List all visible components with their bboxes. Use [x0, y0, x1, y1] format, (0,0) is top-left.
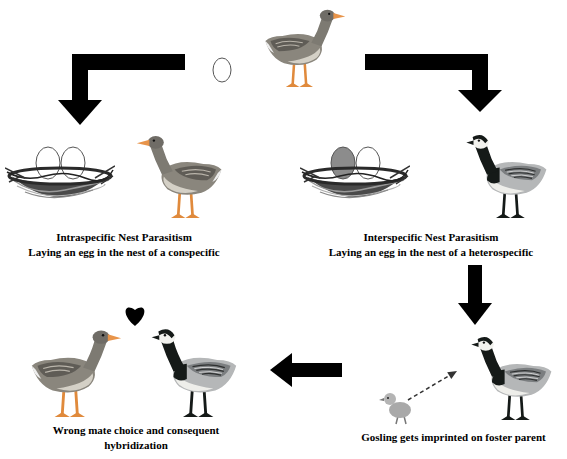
- stage-heading: Gosling gets imprinted on foster parent: [361, 430, 545, 445]
- flow-arrow: [458, 265, 492, 325]
- caption: Intraspecific Nest ParasitismLaying an e…: [28, 230, 219, 262]
- arrow-head: [458, 303, 492, 325]
- stage-heading: Wrong mate choice and consequent hybridi…: [37, 423, 236, 453]
- bent-arrow: [80, 62, 185, 100]
- arrow-shaft: [468, 265, 482, 303]
- stage-text: Laying an egg in the nest of a conspecif…: [28, 245, 219, 260]
- stage-box: Intraspecific Nest ParasitismLaying an e…: [4, 110, 244, 262]
- stage-box: Wrong mate choice and consequent hybridi…: [5, 300, 267, 455]
- caption: Wrong mate choice and consequent hybridi…: [37, 423, 236, 455]
- barnacle-goose-figure: [471, 337, 551, 420]
- barnacle-goose-figure: [152, 329, 237, 417]
- arrow-head: [270, 353, 292, 387]
- caption: Interspecific Nest ParasitismLaying an e…: [329, 230, 534, 262]
- stage-heading: Intraspecific Nest Parasitism: [56, 230, 192, 245]
- stage-heading: Interspecific Nest Parasitism: [363, 230, 498, 245]
- nest: [5, 166, 115, 198]
- goose-figure: [32, 331, 121, 417]
- goose-figure: [137, 136, 222, 218]
- egg: [213, 58, 231, 82]
- stage-box: Gosling gets imprinted on foster parent: [345, 322, 562, 447]
- arrow-head: [58, 100, 102, 125]
- arrow-head: [458, 90, 502, 112]
- stage-text: Laying an egg in the nest of a heterospe…: [329, 245, 534, 260]
- bent-arrow: [365, 62, 480, 90]
- dashed-arrow: [408, 376, 449, 400]
- gosling: [379, 393, 411, 424]
- flow-arrow: [270, 353, 342, 387]
- stage-box: Interspecific Nest ParasitismLaying an e…: [300, 110, 562, 262]
- arrow-head: [447, 371, 457, 379]
- goose-figure: [265, 10, 345, 87]
- barnacle-goose-figure: [466, 135, 546, 218]
- heart: [126, 308, 145, 326]
- nest: [300, 166, 410, 198]
- arrow-shaft: [292, 363, 342, 377]
- caption: Gosling gets imprinted on foster parent: [361, 430, 545, 447]
